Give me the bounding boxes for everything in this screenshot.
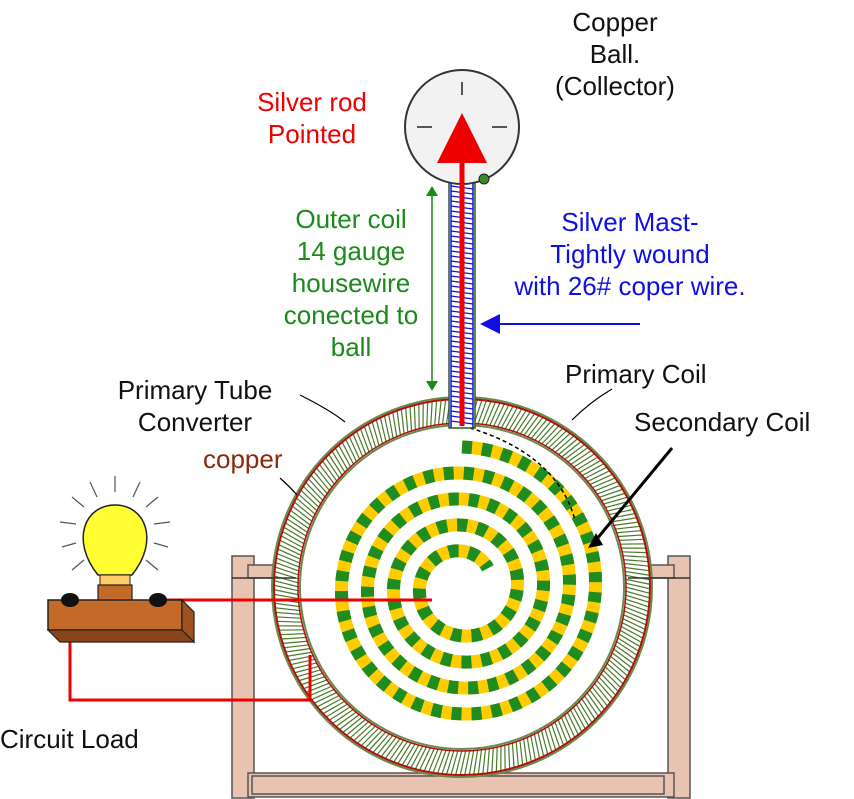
dashed-connection <box>469 427 576 521</box>
light-bulb-icon <box>46 476 196 644</box>
outer-coil-label-line3: housewire <box>291 268 411 298</box>
silver-mast-label: Silver Mast- Tightly wound with 26# cope… <box>480 206 780 302</box>
copper-ball-label: Copper Ball. (Collector) <box>540 6 690 102</box>
silver-rod-label-line2: Pointed <box>267 119 357 149</box>
outer-coil-label-line1: Outer coil <box>295 204 407 234</box>
outer-coil-label-line4: conected to <box>283 300 419 330</box>
copper-ball-label-line1: Copper <box>572 7 658 37</box>
leader-primary-tube <box>299 394 346 423</box>
silver-mast-label-line2: Tightly wound <box>550 239 710 269</box>
primary-coil-winding <box>272 397 652 777</box>
primary-coil-label: Primary Coil <box>565 359 707 389</box>
copper-ball-label-line2: Ball. <box>589 39 641 69</box>
copper-label: copper <box>203 444 283 474</box>
circuit-wires <box>68 598 432 702</box>
outer-coil-label-line5: ball <box>330 332 372 362</box>
leader-secondary-coil <box>594 447 674 541</box>
secondary-coil-label: Secondary Coil <box>634 407 811 437</box>
secondary-coil <box>335 440 602 721</box>
primary-tube-label: Primary Tube Converter <box>100 374 290 438</box>
silver-mast-label-line1: Silver Mast- <box>561 207 699 237</box>
copper-ball-label-line3: (Collector) <box>555 71 675 101</box>
leader-primary-coil <box>571 388 613 421</box>
leader-copper <box>279 477 298 496</box>
frame-left-post <box>231 555 255 799</box>
primary-tube-label-line1: Primary Tube <box>117 375 273 405</box>
outer-coil-label: Outer coil 14 gauge housewire conected t… <box>266 203 436 363</box>
silver-rod-label-line1: Silver rod <box>257 87 367 117</box>
circuit-load-label: Circuit Load <box>0 724 139 754</box>
frame-right-post <box>667 555 691 799</box>
silver-rod-label: Silver rod Pointed <box>232 86 392 150</box>
silver-mast-label-line3: with 26# coper wire. <box>514 271 746 301</box>
outer-coil-label-line2: 14 gauge <box>296 236 406 266</box>
primary-tube-label-line2: Converter <box>137 407 253 437</box>
